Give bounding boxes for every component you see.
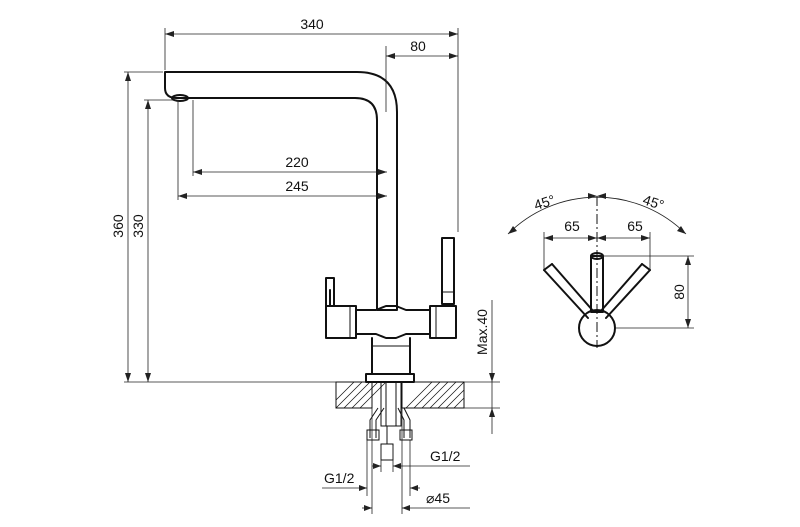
top-view: 65 65 80 45° 45° [507,191,694,348]
dim-label-g12-left: G1/2 [324,470,355,486]
dim-label-65-right: 65 [627,218,643,234]
spout-aerator [171,94,189,102]
angle-arc [507,196,687,235]
dim-label-330: 330 [130,214,146,238]
dim-offset-left [543,232,597,270]
dim-height-360 [124,71,336,383]
dim-label-220: 220 [285,154,309,170]
handle-left-top [543,263,595,319]
dim-label-80: 80 [410,38,426,54]
dim-thread-right [372,446,470,472]
handle-right-top [599,263,651,319]
dim-label-max40: Max.40 [474,309,490,355]
valve-body [325,305,457,375]
dim-thread-left [322,440,420,496]
supply-hoses [366,381,413,461]
spout [164,71,398,311]
dim-hole-diameter [362,408,470,514]
dim-label-80-depth: 80 [671,284,687,300]
dim-label-g12-right: G1/2 [430,448,461,464]
dim-height-330 [144,99,176,382]
countertop-hatching [336,382,464,408]
dim-label-angle-left: 45° [532,191,557,213]
right-handle [441,237,455,305]
dim-label-360: 360 [110,214,126,238]
front-view: 340 80 220 245 [110,16,500,514]
base-plate [365,373,415,383]
left-handle [325,277,335,307]
dim-depth [597,255,694,329]
dim-label-angle-right: 45° [641,191,666,213]
dim-reach-220 [192,100,387,176]
dim-label-245: 245 [285,178,309,194]
dim-spout-offset [385,46,458,112]
dim-label-diameter-45: ⌀45 [426,490,450,506]
dim-max-thickness [464,300,500,434]
dim-reach-245 [177,100,387,200]
dim-offset-right [597,232,651,270]
countertop [335,381,465,409]
dim-overall-width [164,28,459,232]
dim-label-340: 340 [300,16,324,32]
dim-label-65-left: 65 [564,218,580,234]
